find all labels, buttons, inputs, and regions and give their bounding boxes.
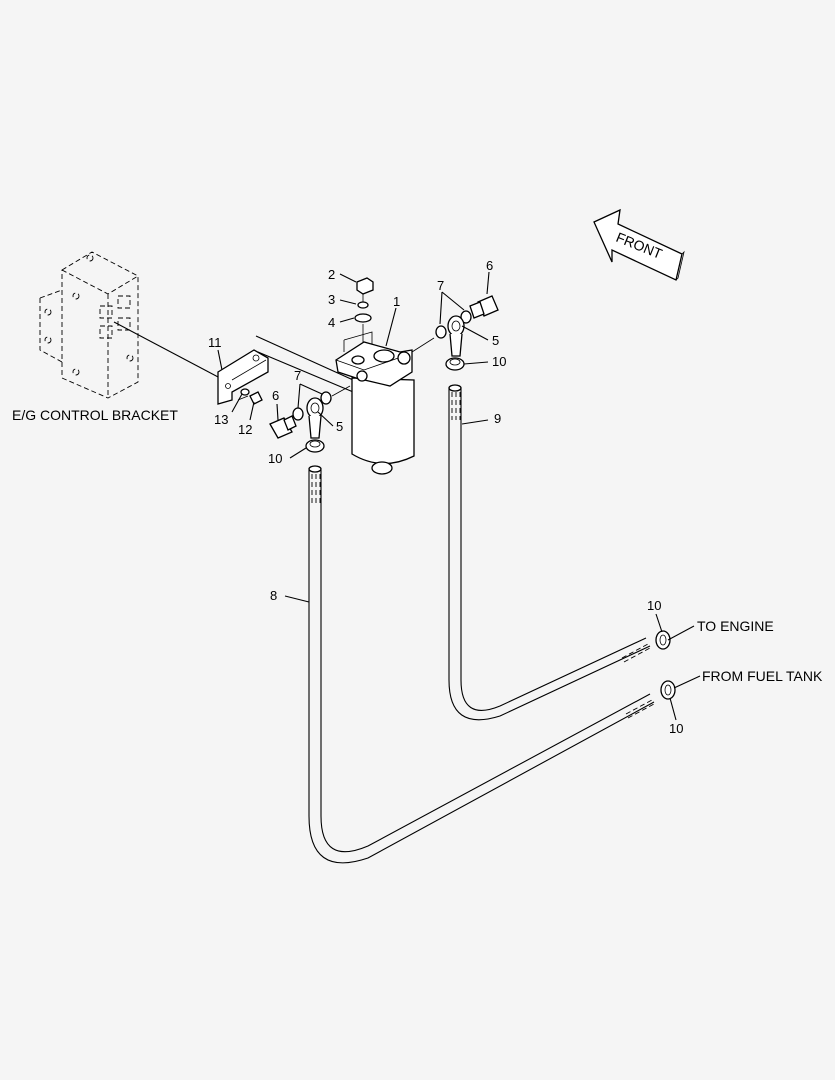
bolt-part-2	[356, 277, 374, 302]
callout-5-right: 5	[492, 333, 499, 348]
hose-part-9	[448, 384, 651, 721]
o-ring-part-4	[354, 313, 372, 323]
washer-part-13	[240, 388, 250, 396]
callout-1: 1	[393, 294, 400, 309]
note-from-fuel-tank: FROM FUEL TANK	[702, 668, 823, 684]
notes: E/G CONTROL BRACKET TO ENGINE FROM FUEL …	[12, 407, 823, 684]
o-ring-part-7-right	[435, 310, 472, 339]
callout-12: 12	[238, 422, 252, 437]
callout-4: 4	[328, 315, 335, 330]
banjo-bolt-part-6-right	[469, 295, 499, 319]
hose-clamp-part-10-right	[445, 357, 465, 371]
hose-clamp-part-10-left	[305, 439, 325, 453]
callout-7-left: 7	[294, 368, 301, 383]
o-ring-part-7-left	[292, 391, 332, 421]
callout-6-left: 6	[272, 388, 279, 403]
hose-part-8	[308, 465, 655, 864]
banjo-bolt-part-6-left	[269, 415, 297, 439]
hose-clamp-part-10-to-engine	[655, 630, 671, 650]
mounting-bracket-part-11	[217, 349, 269, 405]
note-to-engine: TO ENGINE	[697, 618, 774, 634]
callout-10-left: 10	[268, 451, 282, 466]
callout-8: 8	[270, 588, 277, 603]
front-arrow: FRONT	[593, 208, 685, 281]
bolt-part-12	[237, 391, 263, 405]
callout-6-right: 6	[486, 258, 493, 273]
callout-3: 3	[328, 292, 335, 307]
banjo-fitting-part-5-right	[447, 315, 465, 357]
callout-labels: 1 2 3 4 7 6 5 10 9 11 7 6 13 12 5 10 8 1…	[208, 258, 683, 736]
washer-part-3	[357, 301, 369, 309]
hose-clamp-part-10-from-tank	[660, 680, 676, 700]
callout-10-to-engine: 10	[647, 598, 661, 613]
leader-lines	[217, 271, 701, 721]
callout-9: 9	[494, 411, 501, 426]
callout-11: 11	[208, 335, 222, 350]
callout-10-right: 10	[492, 354, 506, 369]
note-eg-control-bracket: E/G CONTROL BRACKET	[12, 407, 178, 423]
callout-10-from-tank: 10	[669, 721, 683, 736]
eg-control-bracket-drawing	[39, 251, 139, 399]
fuel-filter-part-1	[335, 341, 415, 475]
callout-7-right: 7	[437, 278, 444, 293]
callout-5-left: 5	[336, 419, 343, 434]
banjo-fitting-part-5-left	[306, 397, 324, 439]
callout-13: 13	[214, 412, 228, 427]
callout-2: 2	[328, 267, 335, 282]
